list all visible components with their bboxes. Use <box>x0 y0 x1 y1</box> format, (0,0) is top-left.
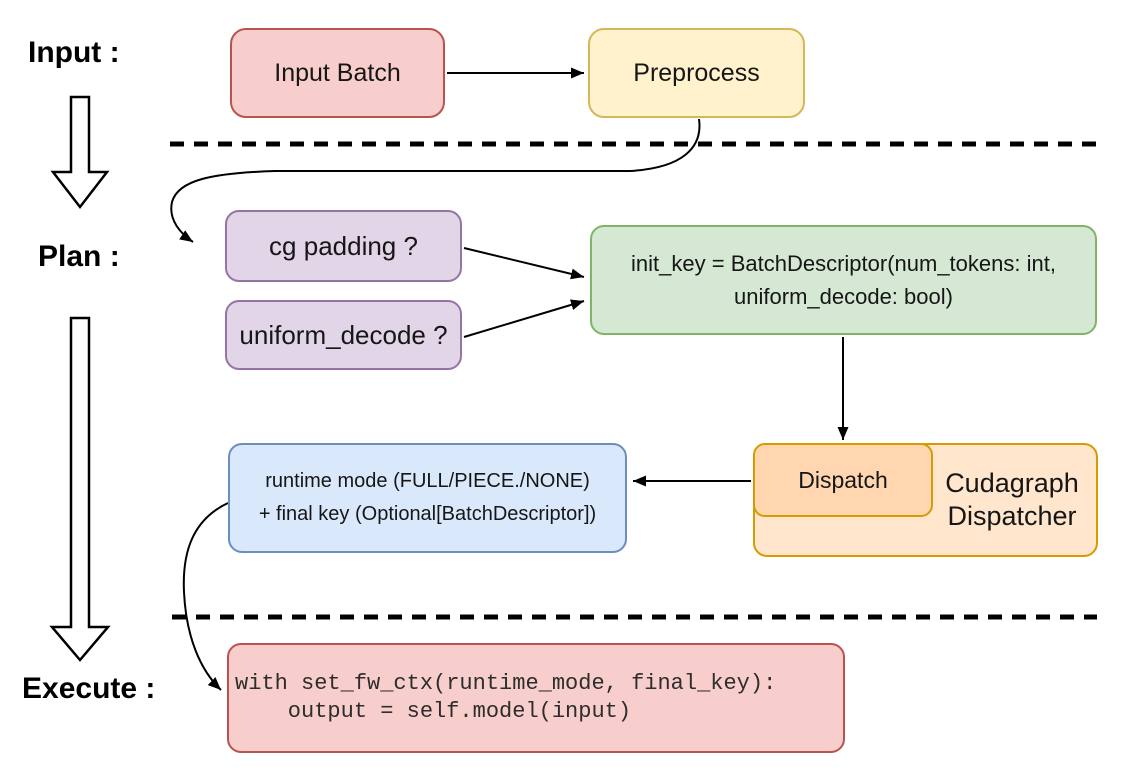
node-runtime-final-key-line2: + final key (Optional[BatchDescriptor]) <box>258 503 597 525</box>
node-dispatch: Dispatch <box>753 443 933 517</box>
execute-code-line2: output = self.model(input) <box>235 699 632 724</box>
stage-label-plan: Plan : <box>38 240 120 273</box>
node-cg-padding: cg padding ? <box>225 210 462 282</box>
node-execute-code: with set_fw_ctx(runtime_mode, final_key)… <box>227 643 845 753</box>
node-runtime-final-key: runtime mode (FULL/PIECE./NONE) + final … <box>228 443 627 553</box>
arrow-runtime-mode-to-execute-code <box>182 502 229 691</box>
node-cudagraph-line2: Dispatcher <box>947 501 1077 531</box>
arrow-cg-padding-to-init-key <box>463 247 585 280</box>
execute-code-line1: with set_fw_ctx(runtime_mode, final_key)… <box>235 671 777 696</box>
node-input-batch: Input Batch <box>230 28 445 118</box>
arrow-preprocess-to-cg-padding <box>170 118 701 243</box>
cudagraph-dispatcher-text: Cudagraph Dispatcher <box>928 445 1096 555</box>
node-input-batch-label: Input Batch <box>274 58 401 87</box>
stage-arrow-plan-to-execute <box>49 316 111 662</box>
node-uniform-decode-label: uniform_decode ? <box>239 319 448 350</box>
node-cudagraph-line1: Cudagraph <box>945 468 1079 498</box>
node-init-key: init_key = BatchDescriptor(num_tokens: i… <box>590 225 1097 335</box>
node-dispatch-label: Dispatch <box>798 466 888 493</box>
node-runtime-final-key-line1: runtime mode (FULL/PIECE./NONE) <box>265 470 590 492</box>
node-init-key-line1: init_key = BatchDescriptor(num_tokens: i… <box>631 251 1056 276</box>
node-preprocess: Preprocess <box>588 28 805 118</box>
node-cg-padding-label: cg padding ? <box>269 230 418 261</box>
stage-label-execute: Execute : <box>22 672 156 705</box>
node-preprocess-label: Preprocess <box>633 58 760 87</box>
stage-arrow-input-to-plan <box>50 95 110 210</box>
arrow-uniform-decode-to-init-key <box>463 299 585 338</box>
node-init-key-line2: uniform_decode: bool) <box>734 284 953 309</box>
node-uniform-decode: uniform_decode ? <box>225 300 462 370</box>
stage-label-input: Input : <box>28 36 120 69</box>
